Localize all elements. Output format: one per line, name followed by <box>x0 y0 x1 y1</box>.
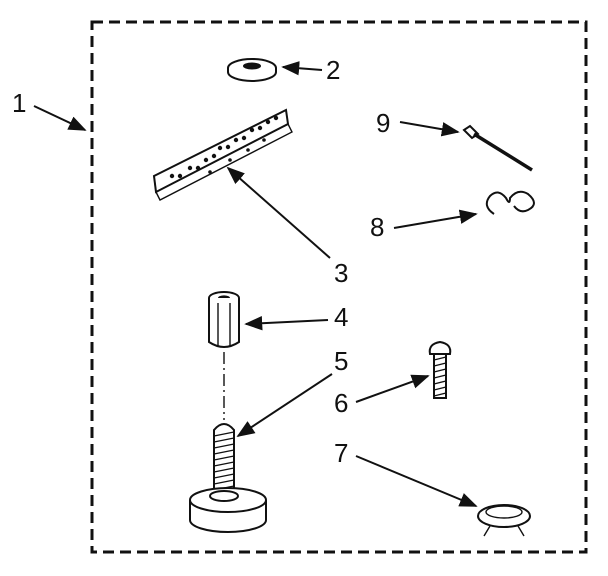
leader-7 <box>355 455 478 507</box>
leader-3 <box>226 166 331 259</box>
callout-3: 3 <box>334 258 348 288</box>
bracket-part <box>152 108 293 201</box>
screw-part <box>428 340 452 399</box>
kit-boundary <box>90 20 588 554</box>
callout-6: 6 <box>334 388 348 418</box>
callout-5: 5 <box>334 346 348 376</box>
leader-9 <box>399 121 460 137</box>
callout-7: 7 <box>334 438 348 468</box>
leader-4 <box>244 316 329 331</box>
callout-2: 2 <box>326 55 340 85</box>
callout-9: 9 <box>376 108 390 138</box>
leveling-leg-part <box>189 423 267 533</box>
callout-4: 4 <box>334 302 348 332</box>
leader-8 <box>393 209 478 229</box>
callout-1: 1 <box>12 88 26 118</box>
leader-6 <box>355 374 430 403</box>
spring-clip-part <box>485 190 535 215</box>
leader-5 <box>236 373 333 437</box>
pin-part <box>462 124 533 172</box>
leader-2 <box>281 61 323 76</box>
clamp-part <box>477 504 531 537</box>
washer-part <box>227 58 277 82</box>
coupling-nut-part <box>208 291 240 348</box>
callout-8: 8 <box>370 212 384 242</box>
leader-1 <box>33 105 87 131</box>
